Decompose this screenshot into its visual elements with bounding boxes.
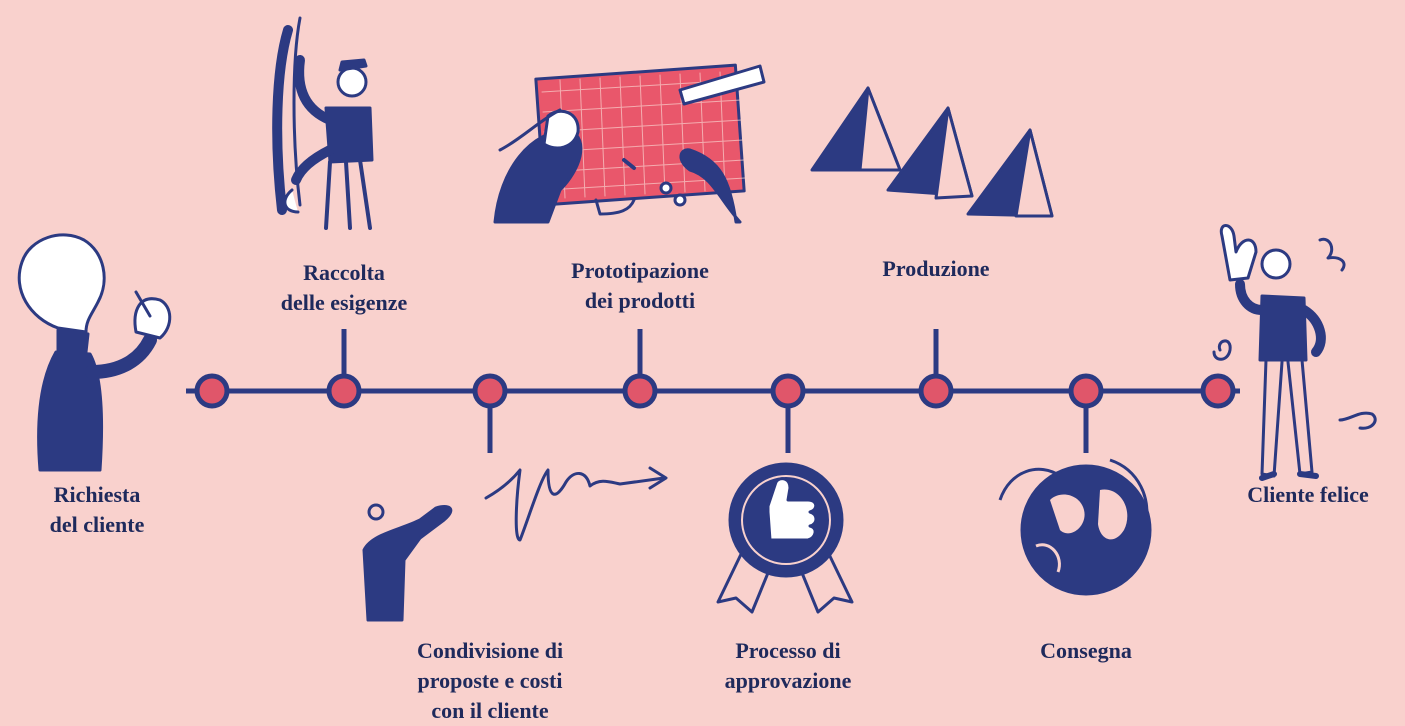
lightbulb-person-icon xyxy=(17,233,172,472)
step-label-line: Consegna xyxy=(1040,638,1132,663)
step-label-line: Produzione xyxy=(882,256,990,281)
step-label-line: Raccolta xyxy=(303,260,385,285)
step-label-raccolta: Raccolta delle esigenze xyxy=(281,258,407,318)
step-label-line: approvazione xyxy=(724,668,852,693)
timeline-node-approvazione xyxy=(770,373,806,409)
step-label-produzione: Produzione xyxy=(882,254,989,284)
step-label-felice: Cliente felice xyxy=(1247,480,1369,510)
design-board-icon xyxy=(493,63,766,224)
timeline-node-condivisione xyxy=(472,373,508,409)
timeline-node-consegna xyxy=(1068,373,1104,409)
thumbs-up-badge-icon xyxy=(716,462,854,614)
step-label-approvazione: Processo di approvazione xyxy=(725,636,852,696)
step-label-line: Condivisione di xyxy=(416,638,564,663)
timeline-node-richiesta xyxy=(194,373,230,409)
step-label-line: del cliente xyxy=(49,512,145,537)
timeline-node-felice xyxy=(1200,373,1236,409)
measuring-person-icon xyxy=(272,16,374,230)
pyramids-icon xyxy=(810,86,1054,218)
step-label-line: dei prodotti xyxy=(584,288,696,313)
timeline-node-prototipazione xyxy=(622,373,658,409)
step-label-richiesta: Richiesta del cliente xyxy=(50,480,145,540)
step-label-condivisione: Condivisione di proposte e costi con il cl… xyxy=(417,636,563,726)
step-label-line: Cliente felice xyxy=(1247,482,1369,507)
timeline-node-raccolta xyxy=(326,373,362,409)
step-label-line: Prototipazione xyxy=(571,258,709,283)
timeline xyxy=(186,329,1240,453)
globe-icon xyxy=(998,458,1152,596)
step-label-line: Processo di xyxy=(735,638,841,663)
happy-client-icon xyxy=(1212,224,1377,481)
step-label-prototipazione: Prototipazione dei prodotti xyxy=(571,256,709,316)
step-label-consegna: Consegna xyxy=(1040,636,1132,666)
step-label-line: proposte e costi xyxy=(417,668,563,693)
step-label-line: con il cliente xyxy=(431,698,549,723)
sent-message-icon xyxy=(362,466,668,622)
step-label-line: delle esigenze xyxy=(280,290,408,315)
timeline-node-produzione xyxy=(918,373,954,409)
step-label-line: Richiesta xyxy=(53,482,141,507)
